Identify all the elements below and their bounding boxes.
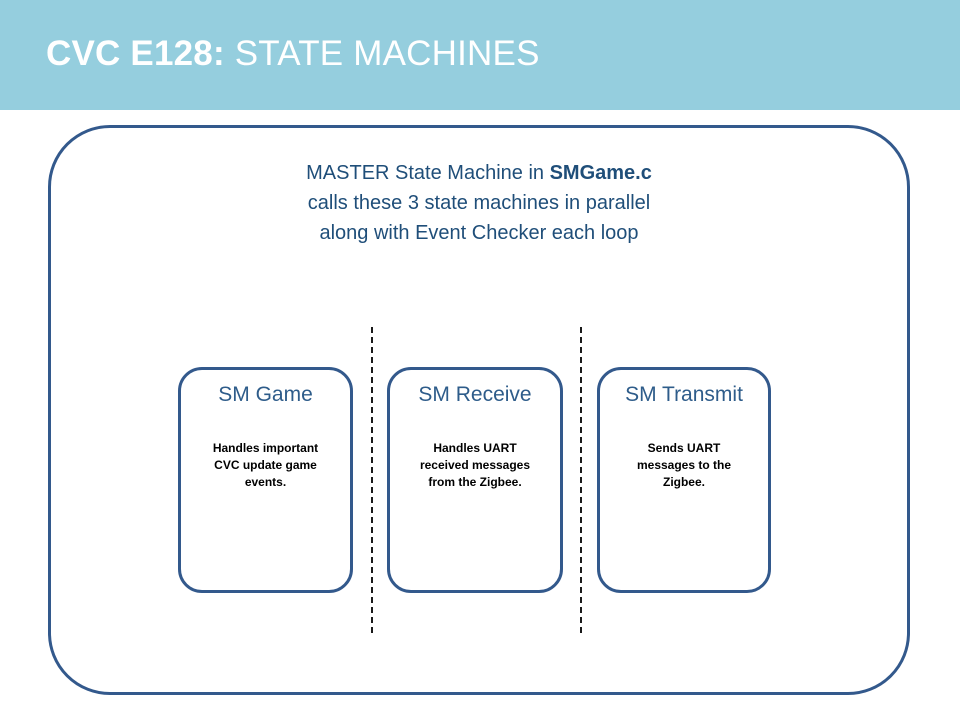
body-line: Handles UART xyxy=(433,441,517,455)
state-machine-title-sm-transmit: SM Transmit xyxy=(625,383,743,406)
body-line: events. xyxy=(244,475,287,489)
caption-line-1-prefix: MASTER State Machine in xyxy=(306,162,550,184)
caption-file-name: SMGame.c xyxy=(549,162,652,184)
body-line: received messages xyxy=(419,458,531,472)
dashed-divider-left xyxy=(371,327,373,633)
body-line: Zigbee. xyxy=(662,475,705,489)
state-machine-body-sm-game: Handles important CVC update game events… xyxy=(191,440,340,491)
state-machine-box-sm-game: SM Game Handles important CVC update gam… xyxy=(178,367,353,593)
body-line: Handles important xyxy=(212,441,319,455)
body-line: CVC update game xyxy=(214,458,317,472)
state-machine-body-sm-receive: Handles UART received messages from the … xyxy=(400,440,550,491)
page-title: CVC E128: STATE MACHINES xyxy=(46,32,540,76)
caption-line-3: along with Event Checker each loop xyxy=(319,222,639,244)
state-machine-title-sm-game: SM Game xyxy=(218,383,313,406)
caption-line-2: calls these 3 state machines in parallel xyxy=(307,192,651,214)
state-machine-box-sm-receive: SM Receive Handles UART received message… xyxy=(387,367,563,593)
body-line: Sends UART xyxy=(647,441,721,455)
state-machine-body-sm-transmit: Sends UART messages to the Zigbee. xyxy=(610,440,758,491)
body-line: messages to the xyxy=(636,458,732,472)
state-machine-box-sm-transmit: SM Transmit Sends UART messages to the Z… xyxy=(597,367,771,593)
diagram-intro-caption: MASTER State Machine in SMGame.c calls t… xyxy=(48,158,910,248)
dashed-divider-right xyxy=(580,327,582,633)
body-line: from the Zigbee. xyxy=(428,475,522,489)
slide-header-band: CVC E128: STATE MACHINES xyxy=(0,0,960,110)
page-title-topic: STATE MACHINES xyxy=(224,34,540,73)
caption-line-1: MASTER State Machine in SMGame.c xyxy=(48,158,910,188)
diagram-outer-frame xyxy=(48,125,910,695)
page-title-course-code: CVC E128: xyxy=(46,34,225,73)
state-machine-title-sm-receive: SM Receive xyxy=(418,383,532,406)
